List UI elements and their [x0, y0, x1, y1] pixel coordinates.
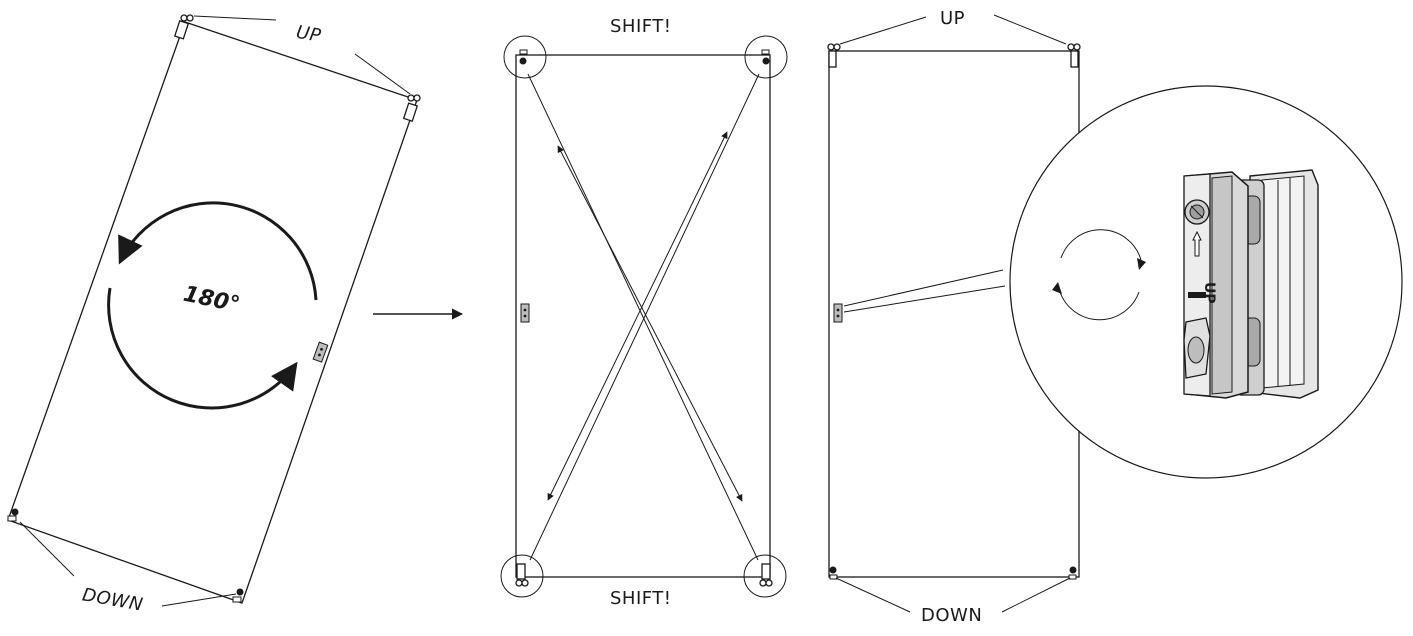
callout-line [843, 285, 1006, 313]
leader-line [835, 577, 911, 613]
hinge-detail-illustration: UP [1183, 169, 1319, 399]
hinge-icon [519, 49, 528, 65]
hinge-icon [232, 588, 244, 603]
corner-highlight-circle [743, 554, 787, 598]
rotate-arrow-icon [1060, 229, 1142, 261]
step1-panel: 180° UP DOWN [7, 14, 421, 616]
detail-up-mark: UP [1201, 282, 1217, 304]
up-label: UP [294, 22, 322, 47]
leader-line [19, 521, 75, 577]
hinge-icon [759, 563, 773, 587]
down-label: DOWN [921, 605, 982, 626]
latch-icon [833, 303, 843, 323]
hinge-icon [402, 94, 421, 122]
leader-line [354, 53, 411, 95]
corner-highlight-circle [503, 35, 547, 79]
latch-icon [520, 303, 530, 323]
step3-panel: UP DOWN [827, 8, 1403, 626]
hinge-icon [761, 49, 770, 65]
down-label: DOWN [81, 584, 145, 615]
hinge-icon [827, 43, 841, 68]
leader-line [1001, 577, 1071, 613]
hinge-icon [1068, 566, 1077, 580]
hinge-icon [829, 566, 838, 580]
shift-label-top: SHIFT! [610, 16, 672, 37]
hinge-icon [515, 563, 529, 587]
leader-line [993, 14, 1067, 45]
hinge-icon [7, 508, 19, 522]
corner-highlight-circle [744, 35, 788, 79]
hinge-icon [173, 14, 194, 40]
shift-arrow-icon [547, 131, 728, 501]
leader-line [193, 15, 277, 21]
step2-panel: SHIFT! SHIFT! [500, 16, 788, 609]
shift-label-bottom: SHIFT! [610, 588, 672, 609]
corner-highlight-circle [500, 554, 544, 598]
hinge-icon [1067, 43, 1081, 68]
rotate-arrow-icon [107, 287, 298, 410]
rotate-arrow-icon [118, 201, 318, 301]
up-label: UP [940, 8, 965, 29]
latch-icon [312, 341, 329, 363]
leader-line [161, 593, 237, 607]
leader-line [839, 16, 927, 45]
rotate-arrow-icon [1059, 291, 1140, 321]
callout-line [843, 269, 1004, 307]
